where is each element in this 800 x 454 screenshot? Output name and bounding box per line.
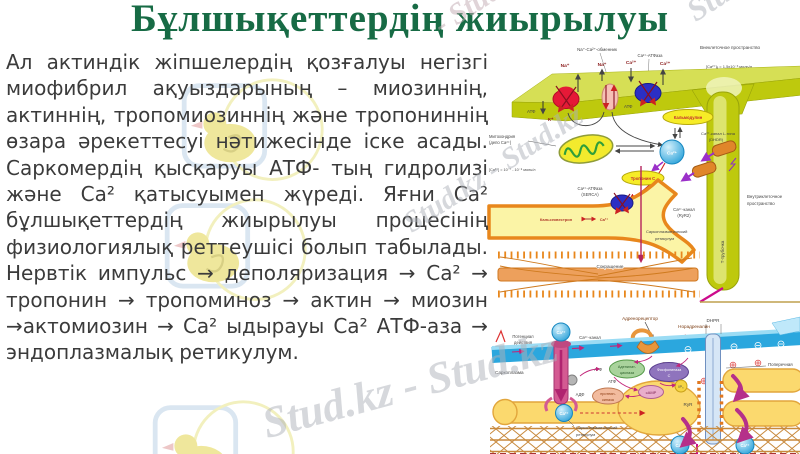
label-contraction: Сокращение xyxy=(597,264,624,269)
label-adp: АДФ xyxy=(576,392,585,397)
label-sr-bottom-2: ретикулум xyxy=(576,432,595,437)
calcium-ball-top xyxy=(551,322,571,342)
label-adrenoreceptor: Адренорецептор xyxy=(622,316,658,321)
label-ion-na1: Na⁺ xyxy=(561,63,570,69)
sodium-pump xyxy=(540,73,581,115)
label-extracellular-space: Внеклеточное пространство xyxy=(700,45,761,50)
ryr2-channel xyxy=(680,140,737,182)
label-camp: сАМР xyxy=(646,390,657,395)
adenylate-cyclase-oval xyxy=(609,359,645,379)
label-ca-atpase-top: Са²⁺-АТФаза xyxy=(638,53,664,58)
label-sr: Саркоплазматический xyxy=(646,229,687,234)
label-ryr2: Са²⁺-канал xyxy=(673,207,695,212)
body-paragraph: Ал актиндік жіпшелердің қозғалуы негізгі… xyxy=(6,50,488,365)
label-sr-2: ретикулум xyxy=(655,236,674,241)
na-ca-exchanger xyxy=(599,68,634,111)
muscle-contraction-diagram: Внеклеточное пространство [Ca²⁺]ₑ = 1,5x… xyxy=(487,45,800,454)
ca-channel-protein xyxy=(544,340,578,412)
label-calsequestrin: Кальсеквестрин xyxy=(540,217,573,222)
label-mitochondria: Митохондрия xyxy=(489,134,515,139)
label-action-potential: Потенциал xyxy=(512,334,534,339)
label-ion-ca2: Са²⁺ xyxy=(660,61,671,67)
label-noradrenaline: Норадреналин xyxy=(678,324,710,329)
studkz-logo-watermark xyxy=(152,400,295,454)
label-atp-b: АТФ xyxy=(608,379,616,384)
label-k-ion: К⁺ xyxy=(548,117,554,123)
troponin-oval xyxy=(621,170,665,186)
sarcoplasmic-reticulum-bottom xyxy=(492,368,800,436)
bottom-panel-adrenergic-signaling: Адренорецептор Норадреналин xyxy=(490,316,800,454)
calcium-ball-sr xyxy=(555,404,573,422)
slide-title: Бұлшықеттердің жиырылуы xyxy=(130,0,670,40)
mitochondria xyxy=(558,134,614,164)
label-troponin: Тропонин С xyxy=(631,176,655,181)
label-adenylate-2: циклаза xyxy=(620,371,635,375)
label-l-channel: Са²⁺-канал L-типа xyxy=(701,131,736,136)
label-mitochondria-2: (депо Са²⁺) xyxy=(489,140,512,145)
adrenoreceptor-protein xyxy=(636,340,660,354)
label-phospholipase-2: С xyxy=(668,374,671,378)
label-t-tubule: Т-трубочка xyxy=(720,240,725,263)
label-atp2: АТФ xyxy=(624,104,633,109)
label-ca-channel: Са²⁺-канал xyxy=(579,335,601,340)
label-ryr2-2: (RyR2) xyxy=(677,213,691,218)
label-ca-top: Са²⁺ xyxy=(556,330,565,335)
top-panel-calcium-cycle: Внеклеточное пространство [Ca²⁺]ₑ = 1,5x… xyxy=(487,45,800,303)
label-calmodulin: Кальмодулин xyxy=(674,115,703,120)
label-serca-2: (SERCA) xyxy=(581,192,599,197)
label-kinase: протеин- xyxy=(600,392,616,396)
label-kinase-2: киназа xyxy=(602,398,615,402)
label-phospholipase: Фосфолипаза xyxy=(657,368,682,372)
phospholipase-oval xyxy=(649,362,689,382)
myofibril xyxy=(497,251,700,298)
label-ip3: IP₃ xyxy=(678,385,684,389)
calmodulin-oval xyxy=(662,109,714,125)
label-l-channel-2: (DHDR) xyxy=(709,137,724,142)
label-dhpr: DHPR xyxy=(706,318,720,323)
label-atp1: АТФ xyxy=(527,109,536,114)
label-ca-a: Са²⁺ xyxy=(559,411,568,416)
label-sr-bottom: Саркоплазматический xyxy=(576,425,617,430)
camp-oval xyxy=(638,385,664,399)
label-ca-in-concentration: [Ca²⁺] = 10⁻⁷ - 10⁻⁵ моль/л xyxy=(489,168,536,172)
label-ion-na2: Na⁺ xyxy=(598,62,607,68)
noradrenaline-molecule xyxy=(630,328,653,341)
label-ca-out-concentration: [Ca²⁺]ₑ = 1,5x10⁻³ моль/л xyxy=(706,64,753,69)
serca-pump xyxy=(610,192,634,215)
label-ryr: RyR xyxy=(684,402,694,407)
label-sarcoplasm: Саркоплазма xyxy=(495,370,524,375)
label-action-potential-2: действия xyxy=(514,340,532,345)
calcium-ion-ball xyxy=(659,139,685,165)
label-intracellular: Внутриклеточное xyxy=(747,194,783,199)
label-ca-c: Са²⁺ xyxy=(740,443,749,448)
protein-kinase-oval xyxy=(592,387,624,405)
label-ca-sr: Са²⁺ xyxy=(600,217,609,222)
label-serca: Са²⁺-АТФаза xyxy=(578,186,604,191)
label-transverse-tubule: Поперечная xyxy=(768,362,793,367)
label-adenylate: Аденилат- xyxy=(618,365,637,369)
ca-atpase-pump xyxy=(634,68,666,107)
label-ion-ca1: Са²⁺ xyxy=(626,60,637,66)
label-na-ca-exchanger: Na⁺-Са²⁺-обменник xyxy=(577,47,617,52)
label-ca-ball: Са²⁺ xyxy=(667,151,677,156)
label-intracellular-2: пространство xyxy=(747,201,775,206)
